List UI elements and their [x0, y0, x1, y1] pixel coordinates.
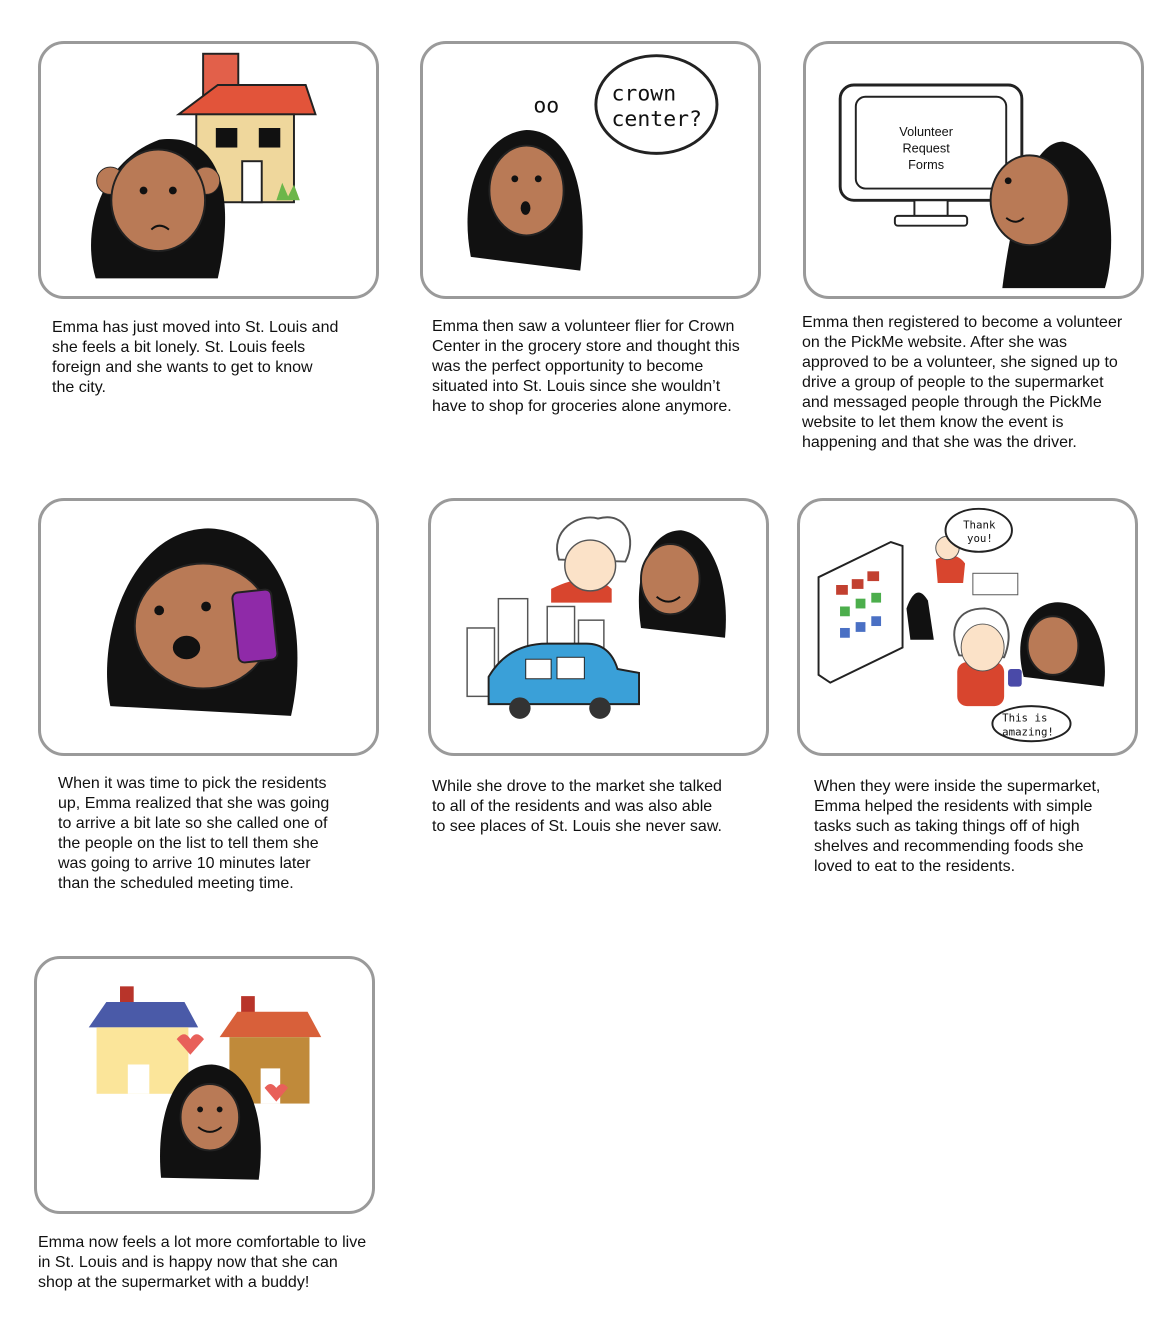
panel-1-illustration — [38, 41, 379, 299]
car-ride-drawing — [466, 516, 726, 719]
speech-bubble-text-1: Thank — [963, 518, 996, 531]
panel-7-illustration — [34, 956, 375, 1214]
panel-3-caption: Emma then registered to become a volunte… — [802, 314, 1123, 451]
panel-7-caption: Emma now feels a lot more comfortable to… — [38, 1234, 367, 1291]
thought-bubble-text-1: crown — [612, 82, 677, 107]
lonely-emma-drawing — [91, 52, 317, 279]
phone-call-drawing — [107, 528, 298, 716]
panel-5-illustration — [428, 498, 769, 756]
surprise-text: oo — [533, 93, 559, 118]
monitor-text-1: Volunteer — [899, 125, 953, 139]
supermarket-drawing: Thank you! This is amazing! — [817, 507, 1105, 743]
panel-3-illustration: Volunteer Request Forms — [803, 41, 1144, 299]
panel-2-caption: Emma then saw a volunteer flier for Crow… — [432, 318, 740, 415]
thought-bubble-text-2: center? — [612, 107, 702, 132]
panel-6-illustration: Thank you! This is amazing! — [797, 498, 1138, 756]
panel-1-caption: Emma has just moved into St. Louis and s… — [52, 319, 339, 396]
panel-6-caption: When they were inside the supermarket, E… — [814, 778, 1101, 875]
thinking-emma-drawing: crown center? oo — [467, 54, 719, 271]
panel-5-caption: While she drove to the market she talked… — [432, 778, 722, 835]
monitor-text-2: Request — [902, 141, 950, 155]
happy-emma-drawing — [88, 986, 322, 1180]
panel-4-illustration — [38, 498, 379, 756]
monitor-text-3: Forms — [908, 158, 944, 172]
panel-4-caption: When it was time to pick the residents u… — [58, 775, 330, 892]
speech-bubble-text-2: you! — [967, 532, 993, 545]
speech-bubble-text-3: This is — [1002, 712, 1047, 725]
website-emma-drawing: Volunteer Request Forms — [838, 83, 1112, 289]
panel-2-illustration: crown center? oo — [420, 41, 761, 299]
speech-bubble-text-4: amazing! — [1002, 725, 1054, 738]
